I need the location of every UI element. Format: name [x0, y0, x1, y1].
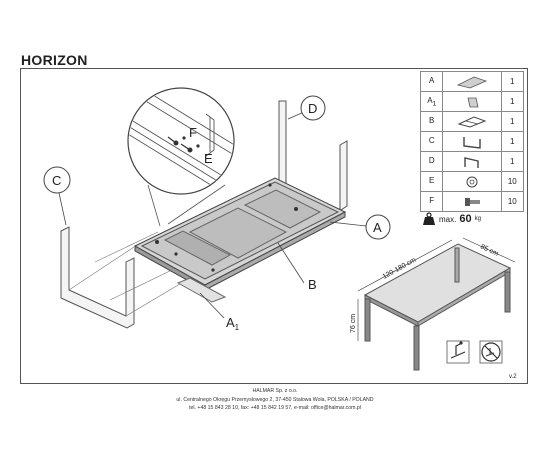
max-load: max. 60 kg [422, 212, 481, 226]
part-qty: 1 [500, 71, 525, 92]
no-sitting-on-table-icon [479, 340, 503, 364]
frame-icon [442, 111, 502, 132]
callout-c-label: C [52, 173, 61, 188]
part-qty: 1 [500, 111, 525, 132]
callout-a: A [329, 214, 391, 240]
leg-frame-c [60, 226, 135, 329]
footer-company: HALMAR Sp. z o.o. [252, 388, 298, 394]
detail-magnifier [127, 87, 235, 227]
extension-leaf-icon [442, 91, 502, 112]
footer: HALMAR Sp. z o.o. ul. Centralnego Okręgu… [0, 387, 550, 413]
max-load-label: max. [439, 214, 457, 224]
callout-d-label: D [308, 101, 317, 116]
callout-d: D [287, 95, 326, 121]
parts-row: C 1 [419, 131, 525, 152]
part-code: F [419, 191, 444, 212]
callout-b: B [277, 242, 317, 292]
parts-row: E 10 [419, 171, 525, 192]
tabletop-glass-icon [442, 71, 502, 92]
drawing-frame [20, 68, 528, 384]
part-qty: 10 [500, 191, 525, 212]
footer-contact: tel. +48 15 843 28 10, fax: +48 15 842 1… [189, 405, 361, 411]
callout-a-label: A [373, 220, 382, 235]
callout-b-label: B [308, 277, 317, 292]
part-code: B [419, 111, 444, 132]
part-code: A1 [419, 91, 444, 112]
part-code: E [419, 171, 444, 192]
label-e: E [204, 151, 213, 166]
parts-row: A1 1 [419, 91, 525, 112]
leg-frame-d-icon [442, 151, 502, 172]
dimension-table [363, 243, 512, 371]
part-code: D [419, 151, 444, 172]
footer-address: ul. Centralnego Okręgu Przemysłowego 2, … [176, 396, 374, 403]
part-qty: 1 [500, 131, 525, 152]
parts-row: F 10 [419, 191, 525, 212]
part-code: A [419, 71, 444, 92]
dimension-lines [357, 237, 516, 341]
version-label: v.2 [509, 374, 517, 380]
dimension-height: 76 cm [350, 314, 357, 333]
bolt-icon [442, 191, 502, 212]
no-stand-on-table-icon [446, 340, 470, 364]
part-qty: 10 [500, 171, 525, 192]
part-code: C [419, 131, 444, 152]
part-qty: 1 [500, 151, 525, 172]
frame-bolts [155, 183, 298, 272]
table-frame-b [133, 177, 347, 303]
weight-icon [423, 212, 435, 225]
part-qty: 1 [500, 91, 525, 112]
label-f: F [189, 125, 197, 140]
callout-a1-label: A1 [226, 315, 240, 332]
parts-list-table: A 1 A1 1 B 1 C 1 D [419, 71, 525, 212]
max-load-unit: kg [474, 216, 481, 222]
max-load-value: 60 [459, 213, 472, 225]
product-title: HORIZON [21, 52, 88, 68]
extension-guides [68, 231, 191, 317]
callout-a1: A1 [199, 292, 240, 332]
parts-row: A 1 [419, 71, 525, 92]
washer-icon [442, 171, 502, 192]
parts-row: D 1 [419, 151, 525, 172]
parts-row: B 1 [419, 111, 525, 132]
leg-frame-c-icon [442, 131, 502, 152]
callout-c: C [43, 166, 71, 226]
